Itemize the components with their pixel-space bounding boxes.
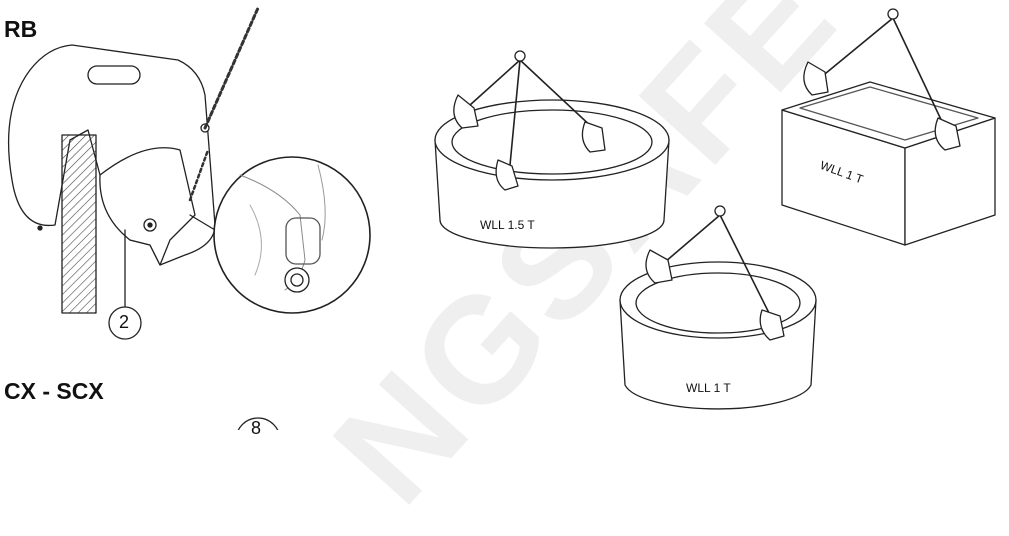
- callout-8-label: 8: [251, 418, 262, 438]
- technical-drawing: [7, 6, 996, 430]
- callout-8-circle: [237, 417, 279, 430]
- wll-label-round-upper: WLL 1.5 T: [480, 218, 535, 232]
- cx-scx-heading: CX - SCX: [4, 378, 104, 404]
- detail-magnifier: [213, 156, 371, 314]
- rb-clamp-drawing: [7, 6, 260, 340]
- callout-2-circle: [108, 306, 142, 340]
- rb-heading: RB: [4, 16, 38, 42]
- box-container: [781, 8, 996, 246]
- round-container-upper: [434, 50, 670, 249]
- wll-label-round-lower: WLL 1 T: [686, 381, 731, 395]
- hatched-plate: [61, 134, 97, 314]
- lifting-chain: [203, 6, 260, 130]
- clamp-body: [7, 44, 216, 266]
- round-container-lower: [619, 205, 817, 410]
- clamp-slot: [87, 65, 141, 85]
- clamp-jaw: [99, 147, 196, 266]
- callout-2-label: 2: [119, 312, 130, 332]
